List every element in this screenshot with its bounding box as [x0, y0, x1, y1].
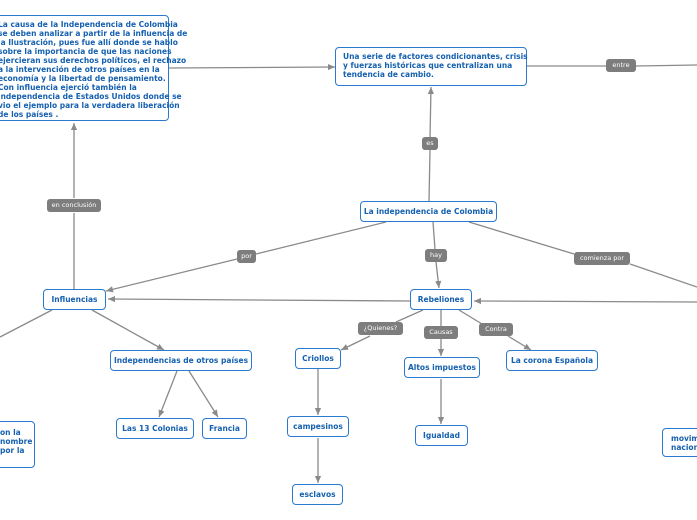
node-13-colonias[interactable]: Las 13 Colonias — [116, 418, 194, 439]
edge-contra-corona — [507, 335, 532, 351]
node-line: vio el ejemplo para la verdadera liberac… — [0, 101, 180, 110]
edge-offscreen-rebeliones — [473, 297, 697, 305]
edge-causa-serie — [168, 63, 336, 71]
edge-rebeliones-influencias — [107, 295, 411, 303]
node-line: independencia de Estados Unidos donde se — [0, 92, 182, 101]
node-line: tendencia de cambio. — [343, 70, 434, 79]
node-campesinos[interactable]: campesinos — [287, 416, 349, 437]
edge-independencia-es — [428, 149, 431, 202]
edge-otros-colonias — [158, 370, 178, 418]
node-line: Una serie de factores condicionantes, cr… — [343, 52, 528, 61]
edge-otros-francia — [188, 370, 219, 418]
edge-independencia-comienza — [468, 221, 575, 255]
edge-influencias-offscreen — [0, 309, 53, 338]
node-line: por la — [0, 446, 25, 455]
node-igualdad[interactable]: Igualdad — [415, 425, 468, 446]
node-rebeliones[interactable]: Rebeliones — [410, 289, 472, 310]
node-line: se deben analizar a partir de la influen… — [0, 29, 188, 38]
label-hay[interactable]: hay — [425, 249, 447, 262]
node-line: Con influencia ejerció también la — [0, 83, 137, 92]
node-independencia-colombia[interactable]: La independencia de Colombia — [360, 201, 497, 222]
label-entre[interactable]: entre — [606, 59, 636, 72]
node-francia[interactable]: Francia — [202, 418, 247, 439]
node-line: de los países . — [0, 110, 59, 119]
label-contra[interactable]: Contra — [479, 323, 513, 336]
label-en-conclusion[interactable]: en conclusión — [47, 199, 101, 212]
node-line: on la — [0, 428, 21, 437]
edge-independencia-hay — [432, 221, 436, 250]
edge-es-serie — [427, 86, 434, 139]
node-line: a la intervención de otros países en la — [0, 65, 160, 74]
label-por[interactable]: por — [237, 250, 256, 263]
edge-independencia-por — [255, 221, 387, 255]
node-line: economía y la libertad de pensamiento. — [0, 74, 166, 83]
node-criollos[interactable]: Criollos — [295, 348, 341, 369]
label-causas[interactable]: Causas — [424, 326, 458, 339]
node-line: la Ilustración, pues fue allí donde se h… — [0, 38, 178, 47]
node-left-partial[interactable]: on la nombre por la — [0, 421, 35, 468]
label-quienes[interactable]: ¿Quienes? — [358, 322, 403, 335]
node-right-partial[interactable]: movim nacion — [662, 428, 697, 457]
node-influencias[interactable]: Influencias — [43, 289, 106, 310]
node-independencias-otros-paises[interactable]: Independencias de otros países — [110, 350, 252, 371]
edge-por-influencias — [105, 258, 238, 293]
edge-comienza-offscreen — [629, 263, 697, 288]
node-line: ejercieran sus derechos políticos, el re… — [0, 56, 187, 65]
edge-rebeliones-quienes — [395, 309, 424, 323]
node-causa-independencia[interactable]: La causa de la Independencia de Colombia… — [0, 15, 188, 121]
node-altos-impuestos[interactable]: Altos impuestos — [404, 357, 480, 378]
edge-rebeliones-contra — [458, 309, 483, 325]
node-line: sobre la importancia de que las naciones — [0, 47, 172, 56]
node-line: nacion — [671, 443, 697, 452]
label-es[interactable]: es — [422, 137, 438, 150]
node-serie-factores[interactable]: Una serie de factores condicionantes, cr… — [335, 47, 528, 86]
edge-quienes-criollos — [340, 335, 371, 351]
node-line: La causa de la Independencia de Colombia — [0, 20, 178, 29]
node-line: y fuerzas históricas que centralizan una — [343, 61, 513, 70]
node-line: nombre — [0, 437, 33, 446]
node-line: movim — [671, 434, 697, 443]
edge-entre-offscreen — [635, 64, 697, 67]
edge-influencias-otros — [91, 309, 165, 351]
edge-hay-rebeliones — [435, 261, 442, 289]
node-corona-espanola[interactable]: La corona Española — [506, 350, 598, 371]
label-comienza-por[interactable]: comienza por — [574, 252, 630, 265]
node-esclavos[interactable]: esclavos — [292, 484, 343, 505]
